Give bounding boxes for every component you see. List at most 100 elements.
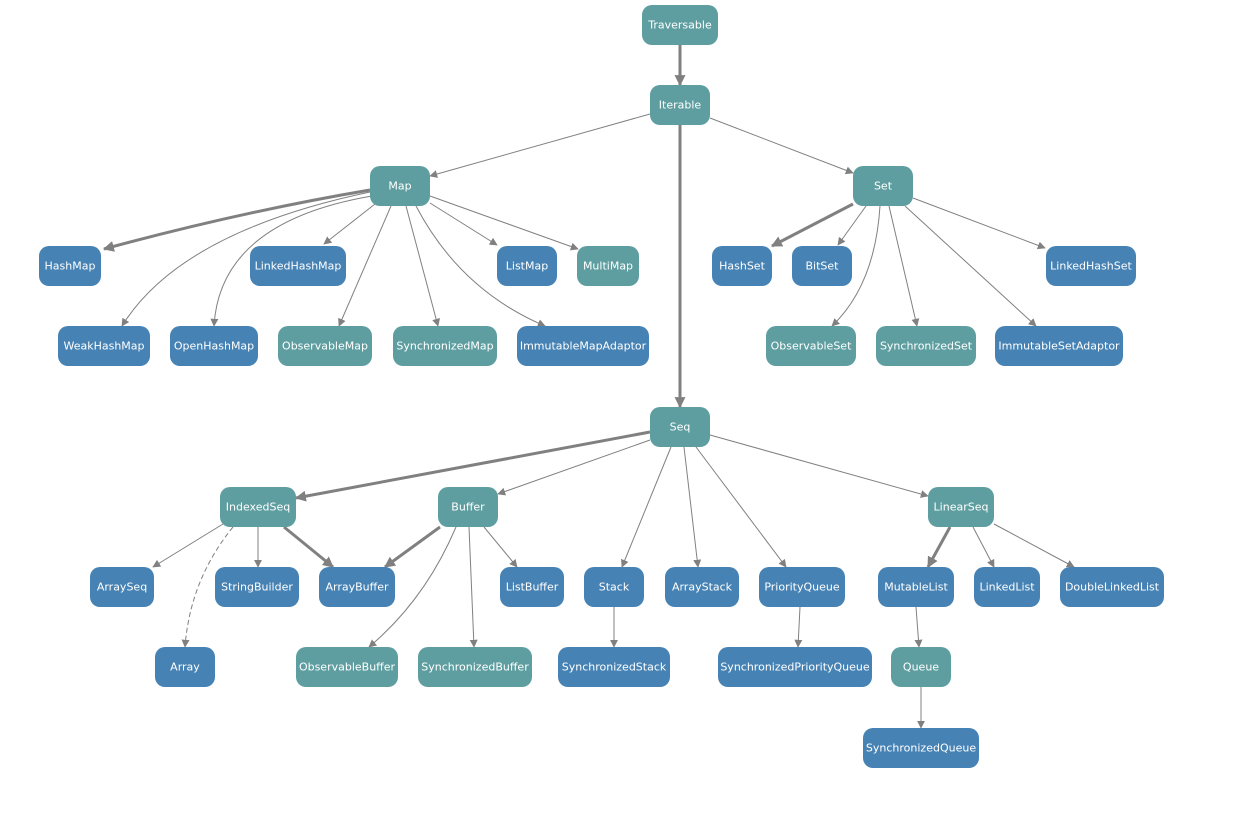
node-observablemap: ObservableMap xyxy=(278,326,372,366)
edge-indexedseq-to-arrayseq xyxy=(152,523,224,568)
edge-set-to-immutablesetadaptor xyxy=(904,205,1037,327)
node-mutablelist: MutableList xyxy=(878,567,954,607)
node-label-queue: Queue xyxy=(903,661,939,674)
node-indexedseq: IndexedSeq xyxy=(220,487,296,527)
node-box-bitset xyxy=(792,246,852,286)
node-box-stack xyxy=(584,567,644,607)
node-label-set: Set xyxy=(874,180,893,193)
node-hashmap: HashMap xyxy=(39,246,101,286)
node-arraystack: ArrayStack xyxy=(665,567,739,607)
node-label-mutablelist: MutableList xyxy=(884,581,948,594)
node-label-array: Array xyxy=(170,661,200,674)
node-box-iterable xyxy=(650,85,710,125)
node-doublelinkedlist: DoubleLinkedList xyxy=(1060,567,1164,607)
node-linearseq: LinearSeq xyxy=(928,487,994,527)
edge-seq-to-indexedseq xyxy=(294,430,651,502)
node-synchronizedbuffer: SynchronizedBuffer xyxy=(418,647,532,687)
node-label-weakhashmap: WeakHashMap xyxy=(63,340,144,353)
node-box-weakhashmap xyxy=(58,326,150,366)
node-box-observablemap xyxy=(278,326,372,366)
node-box-hashmap xyxy=(39,246,101,286)
node-box-array xyxy=(155,647,215,687)
node-priorityqueue: PriorityQueue xyxy=(759,567,845,607)
edge-map-to-hashmap xyxy=(102,188,371,252)
node-hashset: HashSet xyxy=(712,246,772,286)
node-synchronizedmap: SynchronizedMap xyxy=(393,326,497,366)
node-label-arraybuffer: ArrayBuffer xyxy=(325,581,388,594)
edge-seq-to-arraystack xyxy=(683,446,702,568)
node-box-buffer xyxy=(438,487,498,527)
node-arraybuffer: ArrayBuffer xyxy=(319,567,395,607)
node-label-observablemap: ObservableMap xyxy=(282,340,368,353)
node-label-indexedseq: IndexedSeq xyxy=(226,501,290,514)
node-label-synchronizedpriorityqueue: SynchronizedPriorityQueue xyxy=(720,661,870,674)
node-box-queue xyxy=(891,647,951,687)
edge-linearseq-to-linkedlist xyxy=(972,526,995,568)
node-box-arraybuffer xyxy=(319,567,395,607)
node-openhashmap: OpenHashMap xyxy=(170,326,258,366)
node-label-hashmap: HashMap xyxy=(45,260,96,273)
node-label-observablebuffer: ObservableBuffer xyxy=(299,661,396,674)
node-label-synchronizedmap: SynchronizedMap xyxy=(396,340,493,353)
node-label-stack: Stack xyxy=(599,581,630,594)
node-listmap: ListMap xyxy=(497,246,557,286)
edge-linearseq-to-mutablelist xyxy=(926,526,952,568)
edge-map-to-observablemap xyxy=(338,205,392,327)
node-label-iterable: Iterable xyxy=(659,99,702,112)
node-label-linkedlist: LinkedList xyxy=(979,581,1035,594)
node-box-seq xyxy=(650,407,710,447)
node-box-map xyxy=(370,166,430,206)
node-iterable: Iterable xyxy=(650,85,710,125)
node-seq: Seq xyxy=(650,407,710,447)
node-box-synchronizedqueue xyxy=(863,728,979,768)
edge-map-to-immutablemapadaptor xyxy=(415,205,546,327)
node-synchronizedset: SynchronizedSet xyxy=(876,326,976,366)
node-label-linkedhashmap: LinkedHashMap xyxy=(255,260,342,273)
node-label-synchronizedstack: SynchronizedStack xyxy=(562,661,667,674)
node-queue: Queue xyxy=(891,647,951,687)
node-traversable: Traversable xyxy=(642,5,718,45)
node-synchronizedstack: SynchronizedStack xyxy=(558,647,670,687)
node-multimap: MultiMap xyxy=(577,246,639,286)
node-label-observableset: ObservableSet xyxy=(771,340,852,353)
node-box-listmap xyxy=(497,246,557,286)
node-label-map: Map xyxy=(388,180,411,193)
node-synchronizedpriorityqueue: SynchronizedPriorityQueue xyxy=(718,647,872,687)
edge-map-to-multimap xyxy=(429,195,579,251)
node-linkedlist: LinkedList xyxy=(974,567,1040,607)
node-box-hashset xyxy=(712,246,772,286)
node-box-linkedhashmap xyxy=(250,246,346,286)
edge-set-to-observableset xyxy=(831,205,881,327)
node-box-synchronizedstack xyxy=(558,647,670,687)
node-box-multimap xyxy=(577,246,639,286)
node-label-listmap: ListMap xyxy=(506,260,548,273)
node-box-synchronizedmap xyxy=(393,326,497,366)
node-label-arrayseq: ArraySeq xyxy=(97,581,147,594)
node-label-doublelinkedlist: DoubleLinkedList xyxy=(1065,581,1160,594)
node-immutablemapadaptor: ImmutableMapAdaptor xyxy=(517,326,649,366)
node-box-arraystack xyxy=(665,567,739,607)
node-immutablesetadaptor: ImmutableSetAdaptor xyxy=(995,326,1123,366)
edge-linearseq-to-doublelinkedlist xyxy=(993,523,1075,568)
node-label-linkedhashset: LinkedHashSet xyxy=(1050,260,1132,273)
edges xyxy=(102,45,1075,729)
edge-map-to-weakhashmap xyxy=(121,191,371,327)
node-bitset: BitSet xyxy=(792,246,852,286)
node-box-observablebuffer xyxy=(296,647,398,687)
node-label-synchronizedqueue: SynchronizedQueue xyxy=(866,742,976,755)
node-label-hashset: HashSet xyxy=(719,260,765,273)
node-box-indexedseq xyxy=(220,487,296,527)
node-label-immutablemapadaptor: ImmutableMapAdaptor xyxy=(520,340,647,353)
node-box-stringbuilder xyxy=(215,567,299,607)
node-box-openhashmap xyxy=(170,326,258,366)
node-box-arrayseq xyxy=(90,567,154,607)
edge-seq-to-linearseq xyxy=(709,434,929,498)
node-box-synchronizedbuffer xyxy=(418,647,532,687)
edge-priorityqueue-to-synchronizedpriorityqueue xyxy=(794,606,803,648)
edge-set-to-bitset xyxy=(837,205,867,246)
node-box-doublelinkedlist xyxy=(1060,567,1164,607)
node-linkedhashset: LinkedHashSet xyxy=(1046,246,1136,286)
edge-buffer-to-synchronizedbuffer xyxy=(468,526,478,648)
node-linkedhashmap: LinkedHashMap xyxy=(250,246,346,286)
